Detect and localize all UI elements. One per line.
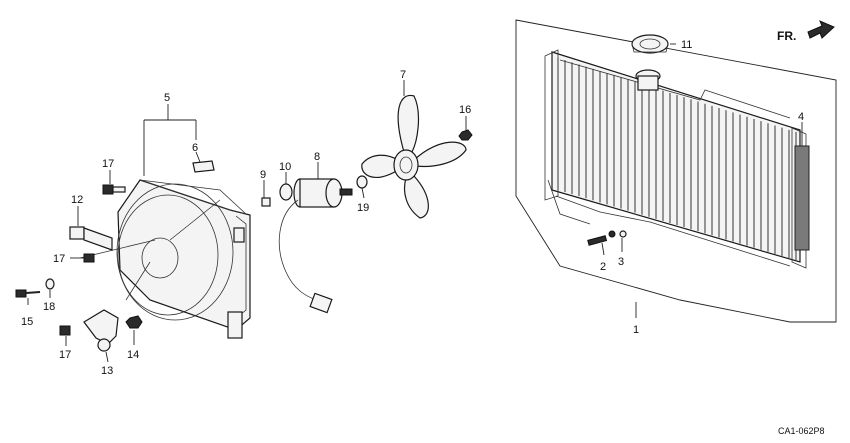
callout-19: 19 [357, 202, 369, 214]
callout-8: 8 [314, 151, 320, 163]
shroud-bolt-upper [102, 184, 126, 195]
fan-motor [278, 178, 353, 314]
callout-3: 3 [618, 256, 624, 268]
callout-5: 5 [164, 92, 170, 104]
callout-15: 15 [21, 316, 33, 328]
callout-6: 6 [192, 142, 198, 154]
leader-lines [27, 43, 803, 363]
radiator-cap [631, 34, 669, 54]
drain-plug [587, 230, 616, 246]
motor-grommet [279, 183, 293, 201]
washer [45, 278, 55, 290]
shroud-bolt-left [15, 289, 41, 298]
shroud-bracket-lower [83, 309, 119, 352]
callout-1: 1 [633, 324, 639, 336]
fan-shroud [79, 179, 251, 339]
radiator-seal-strip [794, 145, 810, 251]
callout-14: 14 [127, 349, 139, 361]
radiator [544, 49, 807, 269]
callout-12: 12 [71, 194, 83, 206]
cooling-fan-blade [361, 94, 467, 219]
front-label: FR. [777, 29, 796, 43]
callout-7: 7 [400, 69, 406, 81]
callout-17-middle: 17 [53, 253, 65, 265]
front-arrow [807, 20, 835, 39]
callout-9: 9 [260, 169, 266, 181]
callout-10: 10 [279, 161, 291, 173]
radiator-assembly-outline [515, 19, 837, 323]
drain-washer [619, 230, 627, 238]
shroud-bracket-upper [69, 226, 113, 251]
callout-18: 18 [43, 301, 55, 313]
callout-4: 4 [798, 111, 804, 123]
filler-neck [635, 69, 661, 91]
callout-11: 11 [681, 39, 692, 51]
callout-17-upper: 17 [102, 158, 114, 170]
callout-17-lower: 17 [59, 349, 71, 361]
drawing-code: CA1-062P8 [778, 426, 825, 436]
callout-2: 2 [600, 261, 606, 273]
callout-13: 13 [101, 365, 113, 377]
fan-cap-nut [458, 129, 473, 141]
motor-spacer [261, 197, 271, 207]
callouts: 1 2 3 4 5 6 7 8 9 10 11 12 13 14 15 16 1… [21, 39, 804, 377]
fan-nut [356, 175, 368, 189]
callout-16: 16 [459, 104, 471, 116]
shroud-label-plate [192, 160, 215, 173]
shroud-bolt-lower [59, 325, 71, 336]
shroud-nut [125, 315, 143, 329]
